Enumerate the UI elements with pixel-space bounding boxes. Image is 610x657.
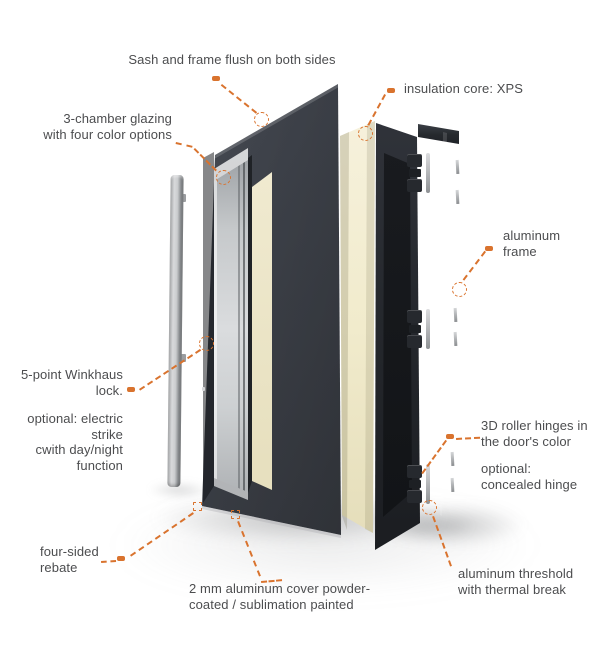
label-line: optional: xyxy=(481,461,532,476)
label-rebate: four-sided rebate xyxy=(40,544,99,575)
label-line: cwith day/night xyxy=(35,442,123,457)
label-electric-strike: optional: electric strike cwith day/nigh… xyxy=(0,411,123,473)
leader-marker-circle xyxy=(422,500,437,515)
leader-marker-circle xyxy=(216,170,231,185)
label-line: lock. xyxy=(95,382,123,398)
label-line: Sash and frame flush on both sides xyxy=(128,52,336,67)
leader-marker-square xyxy=(387,88,395,93)
hinge-pin xyxy=(426,153,430,193)
label-line: strike xyxy=(91,426,123,442)
label-line: concealed hinge xyxy=(481,476,578,492)
leader-marker-square xyxy=(117,556,125,561)
label-concealed-hinge: optional: concealed hinge xyxy=(481,461,577,492)
hinge-pin xyxy=(426,309,430,349)
label-lock: 5-point Winkhaus lock. xyxy=(3,367,123,398)
hinge-knuckle xyxy=(407,465,422,478)
label-line: four-sided xyxy=(40,544,99,559)
label-line: rebate xyxy=(40,559,78,575)
roller-hinge-middle xyxy=(406,308,430,350)
label-line: the door's color xyxy=(481,433,572,449)
leader-marker-square-outline xyxy=(231,510,240,519)
lock-point xyxy=(202,387,205,391)
roller-hinge-bottom xyxy=(406,463,430,505)
glazing-pane-seam xyxy=(238,158,240,494)
label-line: coated / sublimation painted xyxy=(189,596,354,612)
label-line: aluminum xyxy=(503,228,561,243)
label-line: function xyxy=(76,457,123,473)
hinge-knuckle xyxy=(407,490,422,503)
hinge-knuckle xyxy=(407,310,422,323)
leader-line xyxy=(462,250,486,281)
leader-line xyxy=(220,84,257,114)
leader-marker-square-outline xyxy=(193,502,202,511)
label-line: aluminum threshold xyxy=(458,566,574,581)
hinge-knuckle xyxy=(407,179,422,192)
label-line: 3D roller hinges in xyxy=(481,418,588,433)
leader-marker-square xyxy=(212,76,220,81)
hinge-pin xyxy=(426,464,430,504)
label-roller-hinges: 3D roller hinges in the door's color xyxy=(481,418,588,449)
leader-line xyxy=(367,94,386,127)
leader-marker-circle xyxy=(358,126,373,141)
leader-line xyxy=(456,436,481,440)
roller-hinge-top xyxy=(406,152,430,194)
leader-marker-circle xyxy=(254,112,269,127)
label-line: frame xyxy=(503,243,537,259)
hinge-knuckle xyxy=(407,154,422,167)
leader-marker-square xyxy=(446,434,454,439)
glazing-pane-seam xyxy=(243,157,245,497)
leader-marker-circle xyxy=(452,282,467,297)
label-line: optional: electric xyxy=(27,411,123,426)
label-line: 2 mm aluminum cover powder- xyxy=(189,581,371,596)
hinge-knuckle xyxy=(409,169,421,177)
handle-bar xyxy=(167,174,184,488)
label-line: with four color options xyxy=(43,126,172,142)
hinge-knuckle xyxy=(409,480,421,488)
leader-marker-square xyxy=(127,387,135,392)
label-sash-flush: Sash and frame flush on both sides xyxy=(122,52,342,68)
leader-line xyxy=(101,559,117,563)
label-line: with thermal break xyxy=(458,581,567,597)
label-cover: 2 mm aluminum cover powder- coated / sub… xyxy=(189,581,370,612)
hinge-knuckle xyxy=(409,325,421,333)
label-line: insulation core: XPS xyxy=(404,81,524,96)
label-line: 5-point Winkhaus xyxy=(20,367,123,382)
leader-marker-circle xyxy=(199,336,214,351)
label-line: 3-chamber glazing xyxy=(63,111,172,126)
label-glazing: 3-chamber glazing with four color option… xyxy=(22,111,172,142)
leader-marker-square xyxy=(485,246,493,251)
ground-shadow xyxy=(148,482,210,498)
label-insulation-core: insulation core: XPS xyxy=(404,81,523,97)
hinge-knuckle xyxy=(407,335,422,348)
leader-line xyxy=(175,142,193,148)
label-threshold: aluminum threshold with thermal break xyxy=(458,566,573,597)
label-aluminum-frame: aluminum frame xyxy=(503,228,560,259)
